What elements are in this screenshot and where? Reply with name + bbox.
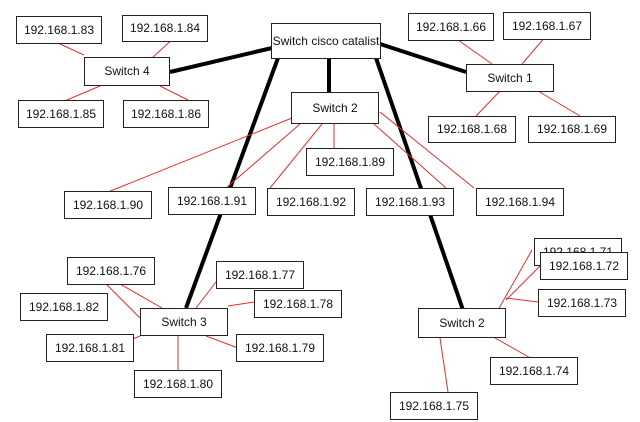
- link-sw2bottom-h72: [505, 265, 541, 301]
- switch-4-node[interactable]: Switch 4: [84, 57, 170, 86]
- link-sw1-h68: [475, 90, 501, 117]
- host-192-168-1-90[interactable]: 192.168.1.90: [64, 191, 152, 219]
- host-192-168-1-84[interactable]: 192.168.1.84: [122, 15, 208, 42]
- host-192-168-1-94[interactable]: 192.168.1.94: [476, 188, 564, 216]
- host-192-168-1-68[interactable]: 192.168.1.68: [428, 116, 516, 143]
- link-sw1-h69: [537, 90, 581, 117]
- core-switch-label: Switch cisco catalist: [272, 33, 380, 48]
- link-sw1-h67: [521, 35, 547, 65]
- host-192-168-1-82[interactable]: 192.168.1.82: [20, 293, 108, 321]
- link-sw2top-h92: [269, 123, 323, 189]
- host-ip-label: 192.168.1.83: [23, 22, 95, 37]
- link-sw2bottom-h71: [497, 249, 533, 311]
- host-192-168-1-78[interactable]: 192.168.1.78: [254, 290, 342, 318]
- host-192-168-1-79[interactable]: 192.168.1.79: [236, 334, 324, 362]
- switch-3-label: Switch 3: [161, 314, 207, 329]
- host-192-168-1-67[interactable]: 192.168.1.67: [503, 12, 591, 40]
- link-sw2top-h90: [107, 117, 293, 193]
- host-ip-label: 192.168.1.68: [436, 122, 508, 136]
- host-ip-label: 192.168.1.69: [536, 122, 608, 136]
- host-192-168-1-75[interactable]: 192.168.1.75: [390, 392, 478, 420]
- host-ip-label: 192.168.1.92: [275, 194, 347, 209]
- host-ip-label: 192.168.1.93: [374, 194, 446, 209]
- switch-4-label: Switch 4: [104, 64, 150, 78]
- link-sw2bottom-h75: [439, 337, 449, 393]
- host-ip-label: 192.168.1.94: [484, 194, 556, 209]
- host-192-168-1-93[interactable]: 192.168.1.93: [366, 188, 454, 216]
- host-192-168-1-66[interactable]: 192.168.1.66: [408, 13, 494, 41]
- switch-3-node[interactable]: Switch 3: [140, 308, 228, 336]
- host-ip-label: 192.168.1.77: [224, 267, 296, 282]
- link-sw2top-h94: [379, 111, 475, 189]
- host-192-168-1-89[interactable]: 192.168.1.89: [306, 148, 394, 176]
- link-sw2top-h93: [373, 123, 447, 189]
- host-ip-label: 192.168.1.91: [176, 193, 248, 208]
- host-ip-label: 192.168.1.73: [546, 295, 618, 310]
- host-ip-label: 192.168.1.80: [142, 376, 214, 391]
- switch-2-top-node[interactable]: Switch 2: [291, 92, 379, 124]
- link-sw3-h78: [227, 301, 255, 307]
- host-192-168-1-85[interactable]: 192.168.1.85: [18, 100, 104, 128]
- link-sw3-h79: [205, 335, 239, 349]
- link-core-sw1: [379, 42, 467, 74]
- host-ip-label: 192.168.1.86: [130, 106, 202, 121]
- host-ip-label: 192.168.1.76: [75, 263, 147, 278]
- host-192-168-1-69[interactable]: 192.168.1.69: [528, 116, 616, 143]
- link-sw3-h82: [105, 283, 141, 319]
- link-sw1-h66: [457, 39, 493, 65]
- host-192-168-1-81[interactable]: 192.168.1.81: [46, 334, 134, 362]
- host-ip-label: 192.168.1.84: [129, 21, 201, 35]
- host-192-168-1-80[interactable]: 192.168.1.80: [134, 370, 222, 398]
- switch-2-top-label: Switch 2: [312, 100, 358, 115]
- link-sw2bottom-h73: [505, 297, 539, 303]
- host-192-168-1-74[interactable]: 192.168.1.74: [490, 357, 578, 385]
- host-ip-label: 192.168.1.78: [262, 296, 334, 311]
- switch-2-bottom-label: Switch 2: [439, 315, 485, 330]
- link-sw4-h86: [159, 85, 189, 101]
- host-192-168-1-91[interactable]: 192.168.1.91: [168, 187, 256, 215]
- host-ip-label: 192.168.1.82: [28, 299, 100, 314]
- host-192-168-1-83[interactable]: 192.168.1.83: [16, 16, 102, 44]
- host-ip-label: 192.168.1.74: [498, 363, 570, 378]
- host-192-168-1-92[interactable]: 192.168.1.92: [267, 188, 355, 216]
- host-ip-label: 192.168.1.67: [511, 18, 583, 33]
- host-192-168-1-77[interactable]: 192.168.1.77: [216, 261, 304, 289]
- host-ip-label: 192.168.1.79: [244, 340, 316, 355]
- core-switch-node[interactable]: Switch cisco catalist: [271, 23, 381, 59]
- host-ip-label: 192.168.1.66: [415, 19, 487, 34]
- switch-2-bottom-node[interactable]: Switch 2: [418, 308, 506, 338]
- link-sw4-h85: [61, 85, 101, 103]
- host-ip-label: 192.168.1.89: [314, 154, 386, 169]
- link-core-sw2-bottom: [374, 57, 465, 311]
- link-core-sw4: [169, 46, 273, 74]
- host-ip-label: 192.168.1.72: [548, 258, 620, 273]
- switch-1-label: Switch 1: [487, 70, 533, 85]
- host-192-168-1-73[interactable]: 192.168.1.73: [538, 289, 626, 317]
- host-192-168-1-86[interactable]: 192.168.1.86: [123, 100, 209, 128]
- switch-1-node[interactable]: Switch 1: [466, 64, 554, 92]
- host-ip-label: 192.168.1.75: [398, 398, 470, 413]
- link-sw3-h77: [195, 281, 217, 309]
- host-ip-label: 192.168.1.90: [72, 197, 144, 212]
- host-ip-label: 192.168.1.81: [54, 340, 126, 355]
- host-192-168-1-76[interactable]: 192.168.1.76: [67, 257, 155, 285]
- link-sw4-h83: [59, 43, 85, 56]
- link-sw2top-h91: [225, 123, 301, 189]
- link-sw3-h76: [119, 283, 163, 309]
- link-sw2bottom-h74: [487, 333, 535, 361]
- host-ip-label: 192.168.1.85: [25, 106, 97, 121]
- host-192-168-1-72[interactable]: 192.168.1.72: [540, 252, 628, 280]
